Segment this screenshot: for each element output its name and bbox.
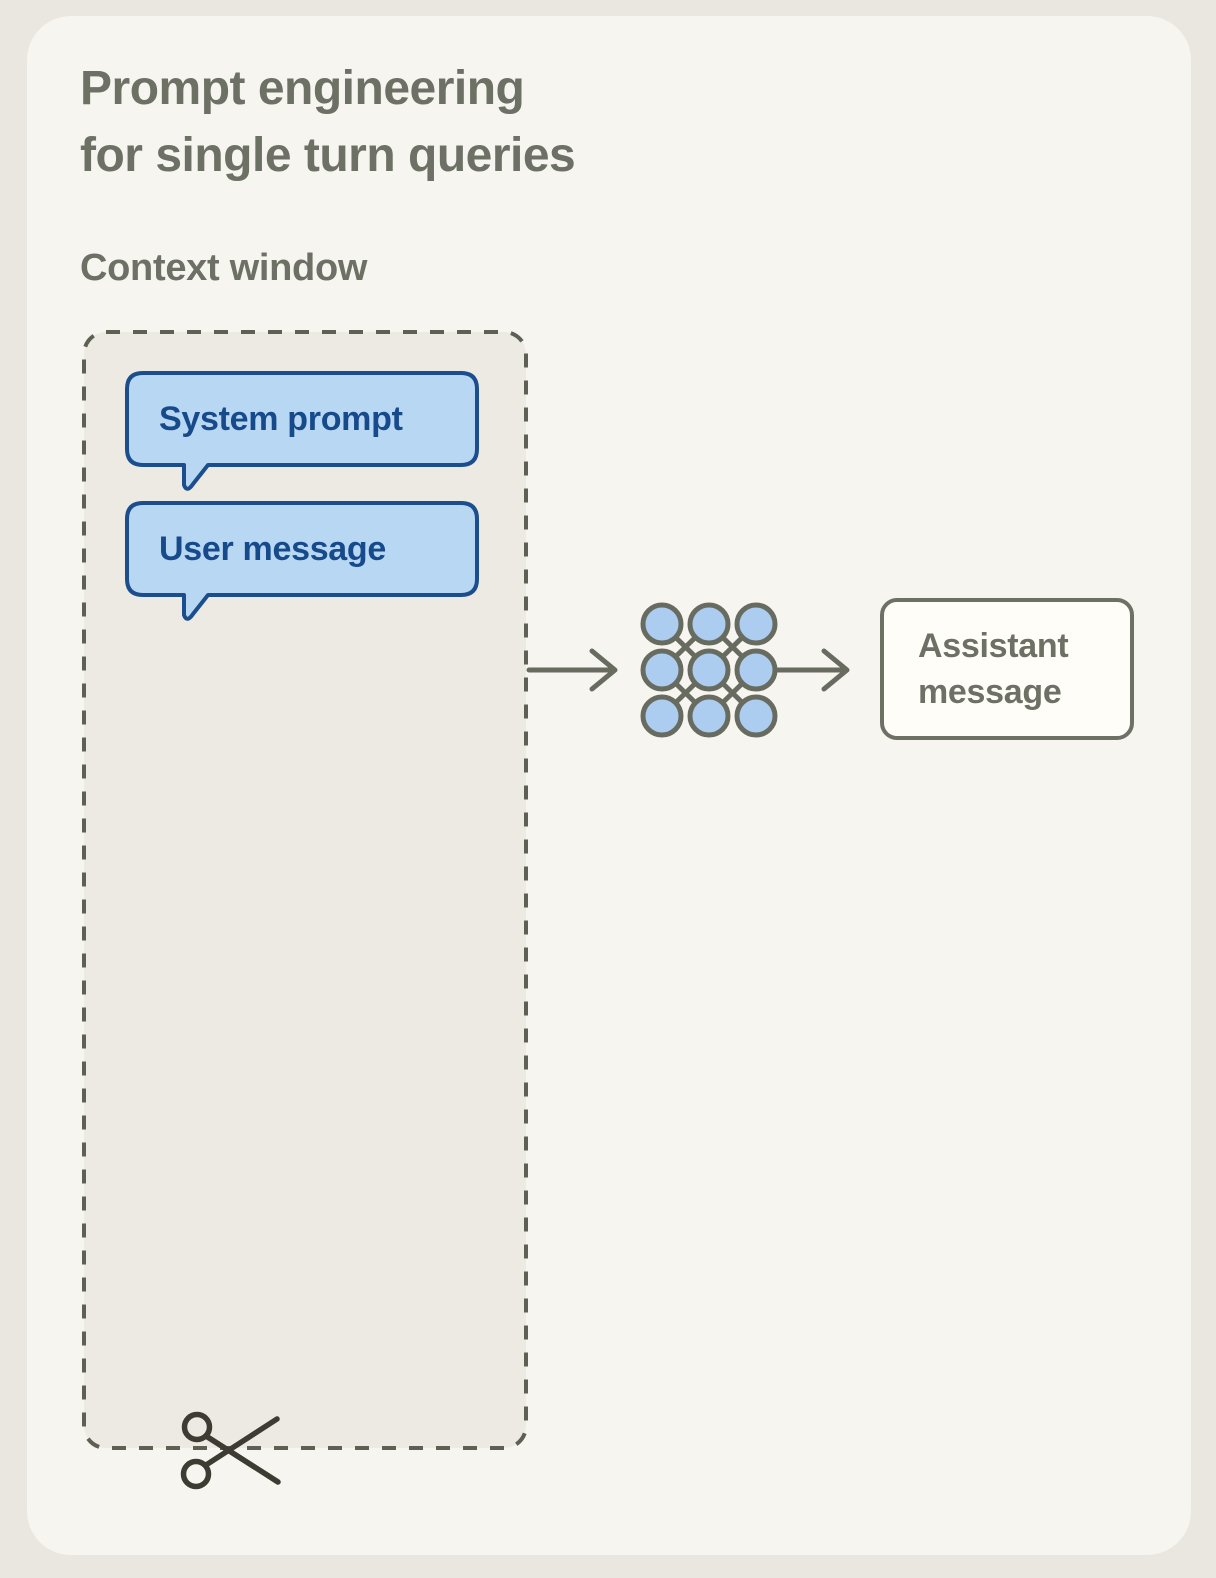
assistant-message-label: Assistant message xyxy=(918,627,1069,711)
diagram-title-line2: for single turn queries xyxy=(80,129,576,182)
diagram-title: Prompt engineering for single turn queri… xyxy=(80,55,576,189)
diagram-title-line1: Prompt engineering xyxy=(80,62,525,115)
system-prompt-label: System prompt xyxy=(159,399,403,438)
user-message-label: User message xyxy=(159,529,386,568)
context-window-label: Context window xyxy=(80,247,368,289)
